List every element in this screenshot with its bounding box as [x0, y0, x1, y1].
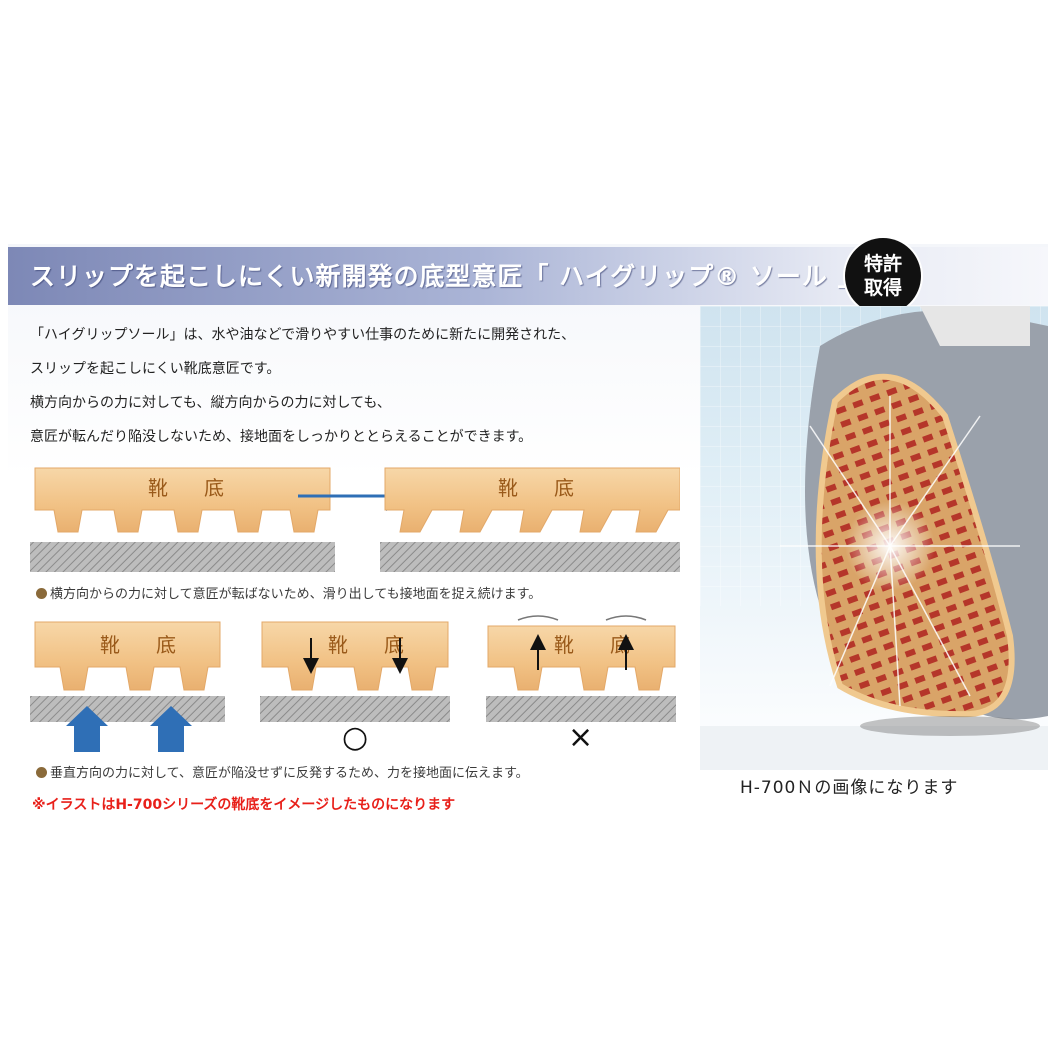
- note-vertical: 垂直方向の力に対して、意匠が陥没せずに反発するため、力を接地面に伝えます。: [36, 762, 529, 781]
- shoe-sole-photo: [700, 306, 1048, 770]
- intro-text: 「ハイグリップソール」は、水や油などで滑りやすい仕事のために新たに開発された、 …: [30, 318, 710, 454]
- sole-label-2: 靴 底: [498, 476, 582, 500]
- shoe-sole-image: [700, 306, 1048, 770]
- page-title: スリップを起こしにくい新開発の底型意匠「 ハイグリップ® ソール 」: [30, 262, 864, 291]
- disclaimer: ※イラストはH-700シリーズの靴底をイメージしたものになります: [32, 797, 456, 813]
- up-arrow-blue-1: [66, 706, 108, 752]
- sole-label-5: 靴 底: [554, 633, 638, 657]
- ground-right: [380, 542, 680, 572]
- bullet-icon: [36, 588, 47, 599]
- note-horizontal: 横方向からの力に対して意匠が転ばないため、滑り出しても接地面を捉え続けます。: [36, 583, 541, 602]
- vertical-force-diagram: 靴 底 靴 底 靴 底: [30, 615, 676, 752]
- mark-bad: ×: [568, 720, 594, 755]
- intro-line-1: 「ハイグリップソール」は、水や油などで滑りやすい仕事のために新たに開発された、: [30, 327, 576, 343]
- sole-panel-1: 靴 底: [30, 621, 225, 752]
- patent-badge: 特許 取得: [845, 238, 921, 314]
- sole-left: 靴 底: [30, 467, 335, 572]
- bullet-icon: [36, 767, 47, 778]
- sole-label-3: 靴 底: [100, 633, 184, 657]
- horizontal-force-diagram: 靴 底 靴 底: [30, 467, 680, 572]
- sole-panel-2: 靴 底: [260, 621, 450, 722]
- intro-line-4: 意匠が転んだり陥没しないため、接地面をしっかりととらえることができます。: [30, 429, 533, 445]
- up-arrow-blue-2: [150, 706, 192, 752]
- sole-right: 靴 底: [380, 467, 680, 572]
- patent-badge-line2: 取得: [863, 277, 902, 299]
- intro-line-2: スリップを起こしにくい靴底意匠です。: [30, 361, 281, 377]
- sole-panel-3: 靴 底: [486, 615, 676, 722]
- intro-line-3: 横方向からの力に対しても、縦方向からの力に対しても、: [30, 395, 391, 411]
- sole-label-1: 靴 底: [148, 476, 232, 500]
- photo-caption: H-700Ｎの画像になります: [740, 778, 959, 798]
- sole-label-4: 靴 底: [328, 633, 412, 657]
- ground-left: [30, 542, 335, 572]
- patent-badge-line1: 特許: [863, 253, 902, 275]
- mark-good: ○: [342, 720, 369, 755]
